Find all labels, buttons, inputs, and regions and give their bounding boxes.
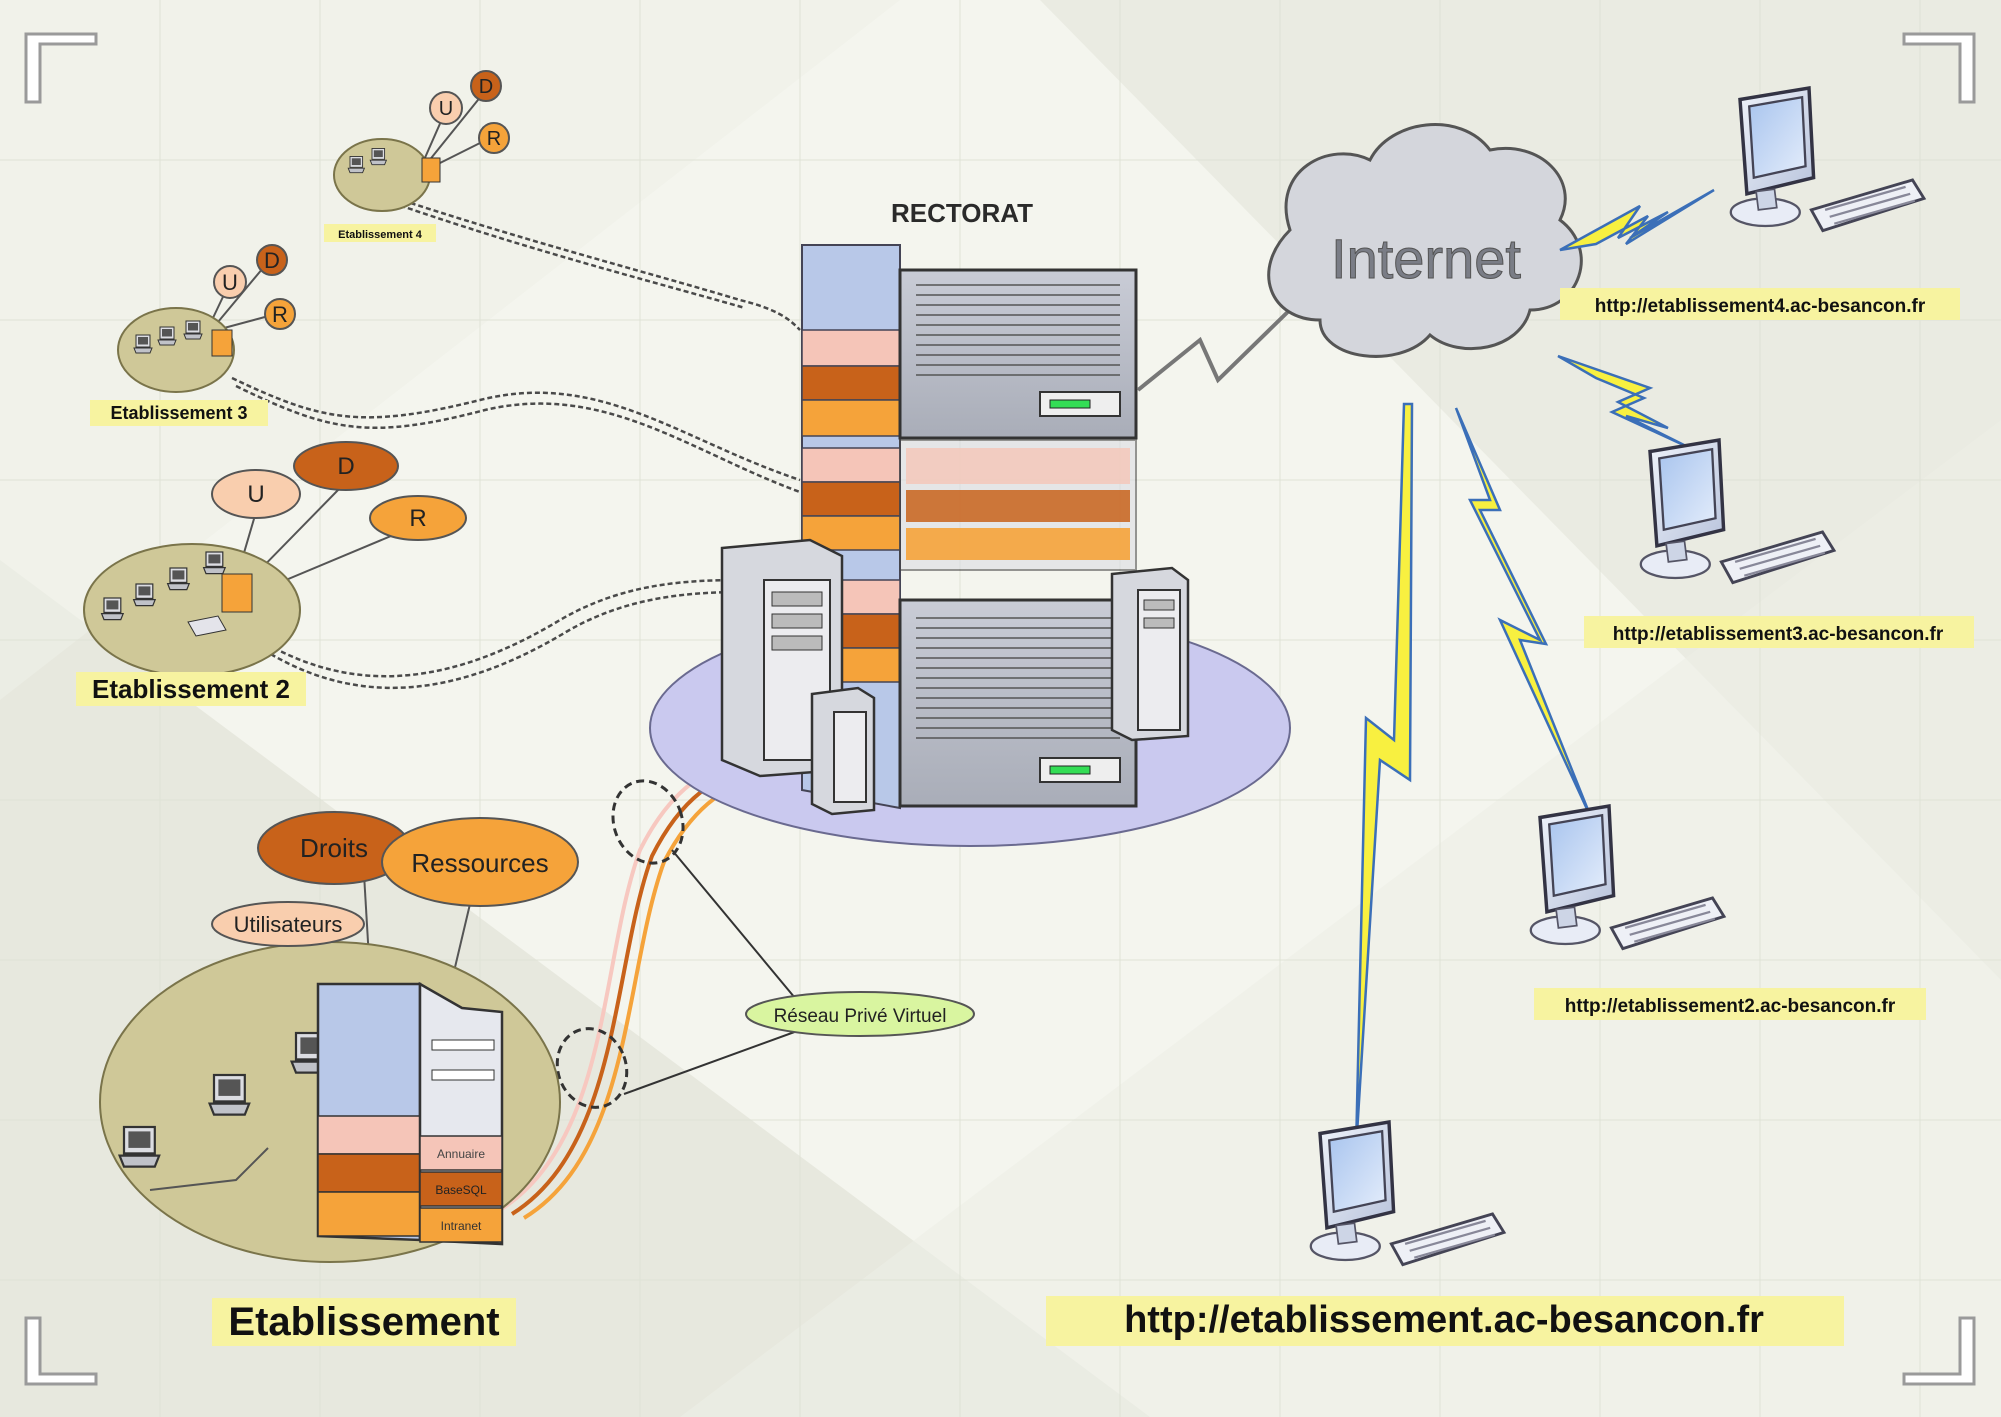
bubble-u: U [429,91,463,125]
bubble-d: D [470,70,502,102]
svg-text:U: U [247,481,264,508]
bubble-r: R [369,495,467,541]
vpn-label-bubble: Réseau Privé Virtuel [745,991,975,1037]
svg-text:R: R [409,505,426,532]
url-label-e2: http://etablissement2.ac-besancon.fr [1534,988,1926,1020]
bubble-d: D [256,244,288,276]
server-rack-icon: Annuaire BaseSQL Intranet [316,981,504,1246]
site-etablissement-3: U D R Etablissement 3 [90,244,296,426]
vpn-markers [555,779,685,1109]
svg-text:D: D [337,453,354,480]
site-label-4: Etablissement 4 [338,229,423,241]
bubble-u: U [211,469,301,519]
bubble-d: D [293,441,399,491]
svg-text:D: D [264,248,280,273]
cloud-label: Internet [1331,227,1521,290]
svg-text:U: U [439,98,453,120]
site-etablissement-main: Annuaire BaseSQL Intranet Droits Ressour… [99,811,579,1346]
corner-bracket-icon [24,32,1976,1386]
url-e3: http://etablissement3.ac-besancon.fr [1613,624,1944,645]
svg-text:Utilisateurs: Utilisateurs [234,912,343,937]
bubble-utilisateurs: Utilisateurs [211,901,365,947]
bubble-r: R [478,122,510,154]
vpn-callout-lines [623,849,801,1095]
rectorat-title: RECTORAT [891,198,1033,228]
server-slot-annuaire: Annuaire [437,1147,485,1161]
svg-text:R: R [272,302,288,327]
cloud-icon [1267,123,1583,358]
site-etablissement-2: U D R Etablissement 2 [76,441,467,706]
bubble-r: R [264,298,296,330]
svg-text:D: D [479,76,493,98]
url-label-e3: http://etablissement3.ac-besancon.fr [1584,616,1974,648]
url-e4: http://etablissement4.ac-besancon.fr [1595,296,1926,317]
site-label-3: Etablissement 3 [110,403,247,423]
svg-text:U: U [222,270,238,295]
svg-text:Droits: Droits [300,833,368,863]
internet-link [1136,298,1302,392]
url-label-main: http://etablissement.ac-besancon.fr [1046,1296,1844,1346]
url-label-e4: http://etablissement4.ac-besancon.fr [1560,288,1960,320]
site-label-2: Etablissement 2 [92,674,290,704]
svg-text:R: R [487,128,501,150]
main-site-label: Etablissement [228,1300,499,1344]
bubble-u: U [213,265,247,299]
site-etablissement-4: U D R Etablissement 4 [324,70,510,242]
bubble-ressources: Ressources [381,817,579,907]
server-slot-basesql: BaseSQL [435,1183,487,1197]
svg-text:Ressources: Ressources [411,848,548,878]
server-slot-intranet: Intranet [441,1219,482,1233]
site-links [231,186,801,690]
tower-server-icon [810,686,876,816]
url-e2: http://etablissement2.ac-besancon.fr [1565,996,1896,1017]
vpn-label: Réseau Privé Virtuel [774,1006,947,1027]
url-main: http://etablissement.ac-besancon.fr [1124,1299,1764,1341]
tower-server-icon [1110,566,1190,742]
